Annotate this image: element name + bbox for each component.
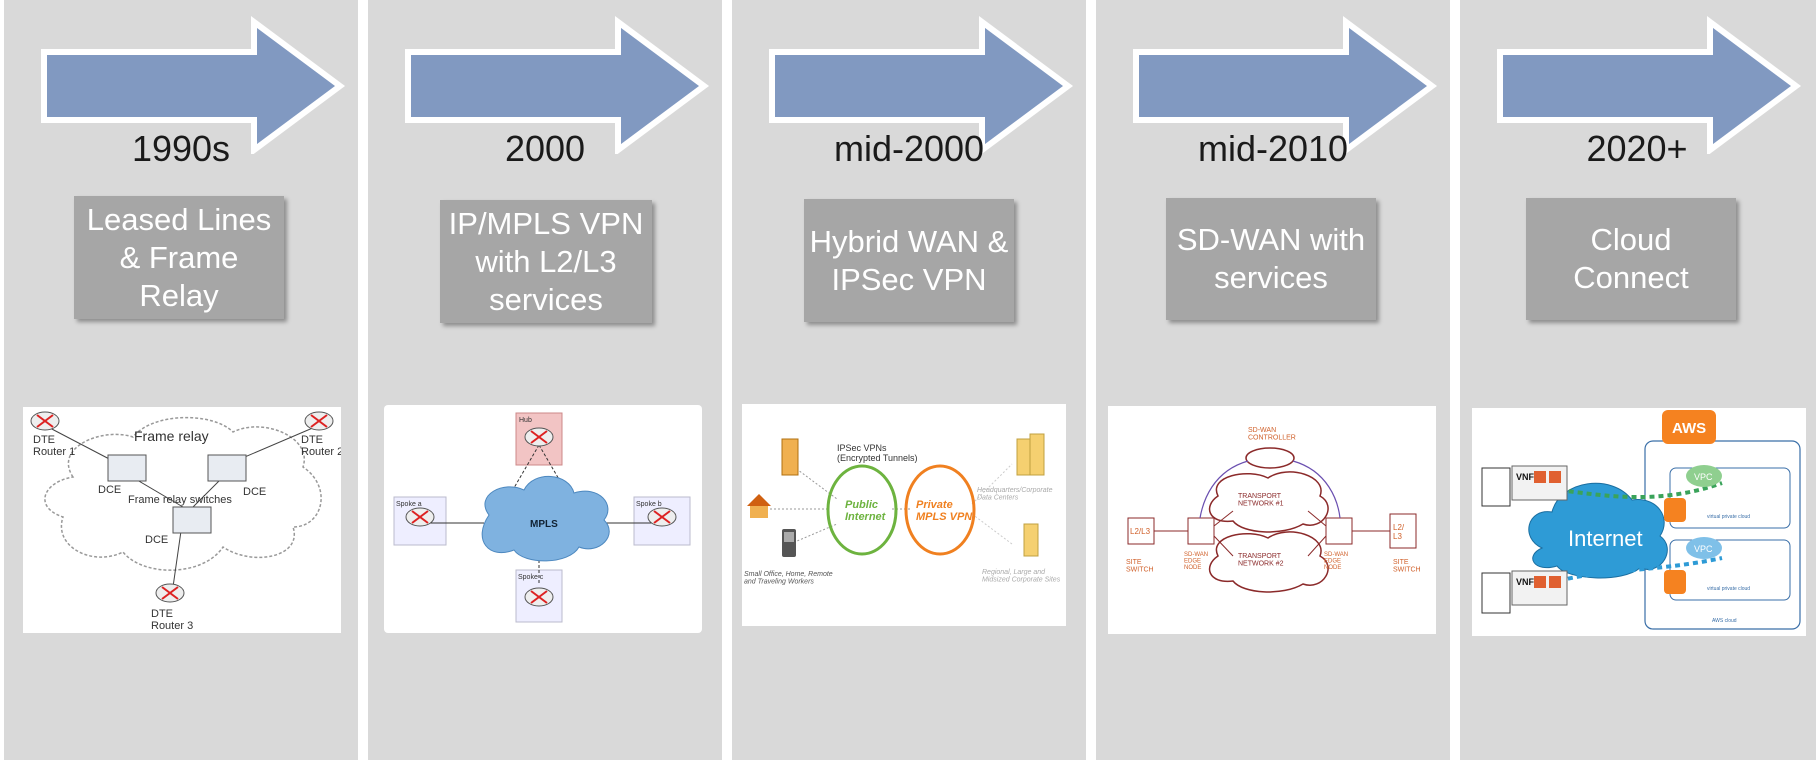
- l2l3-left-label: L2/L3: [1130, 527, 1151, 536]
- svg-text:VPC: VPC: [1694, 472, 1713, 482]
- hub-label: Hub: [519, 417, 532, 424]
- stage-year: 2000: [504, 128, 586, 169]
- l2l3-right-label: L2/L3: [1393, 523, 1405, 541]
- timeline-arrow-icon: [1133, 16, 1438, 154]
- transport-network-1-icon: [1208, 471, 1329, 533]
- branch-building-icon: VNF: [1481, 465, 1568, 507]
- stage-title: Cloud Connect: [1526, 198, 1736, 320]
- transport-network-2-icon: [1208, 531, 1329, 593]
- lock-icon: [1664, 498, 1686, 522]
- stage-column-2000: 2000 IP/MPLS VPN with L2/L3 services: [368, 0, 722, 760]
- spoke-b-label: Spoke b: [636, 501, 662, 508]
- aws-badge-icon: AWS: [1662, 410, 1716, 444]
- timeline-arrow-icon: [41, 16, 346, 154]
- ipsec-label: IPSec VPNs(Encrypted Tunnels): [837, 443, 918, 463]
- branch-building-icon: VNF: [1481, 570, 1568, 614]
- stage-year: 1990s: [131, 128, 231, 169]
- mpls-diagram: MPLS Hub Spoke a Spoke b Spoke c: [384, 405, 702, 633]
- house-icon: [747, 494, 771, 518]
- timeline-arrow-icon: [1497, 16, 1802, 154]
- vpc-cloud-icon: VPC: [1686, 465, 1722, 487]
- internet-cloud-icon: [1528, 482, 1668, 579]
- router-icon: [524, 587, 554, 607]
- regional-building-icon: [1023, 523, 1039, 557]
- internet-label: Internet: [1568, 526, 1643, 551]
- mpls-label: MPLS: [530, 519, 558, 530]
- vpc-caption: virtual private cloud: [1707, 586, 1750, 592]
- stage-title: IP/MPLS VPN with L2/L3 services: [440, 200, 652, 323]
- svg-text:AWS: AWS: [1672, 420, 1706, 437]
- stage-title: Leased Lines & Frame Relay: [74, 196, 284, 319]
- spoke-c-label: Spoke c: [518, 574, 544, 581]
- stage-title: Hybrid WAN & IPSec VPN: [804, 199, 1014, 322]
- phone-icon: [782, 529, 796, 557]
- stage-year: mid-2000: [833, 128, 985, 169]
- router-icon: [30, 411, 60, 431]
- stage-column-mid-2000: mid-2000 Hybrid WAN & IPSec VPN: [732, 0, 1086, 760]
- dce-label: DCE: [243, 486, 266, 498]
- switch-icon: [107, 454, 247, 534]
- timeline-arrow-icon: [769, 16, 1074, 154]
- aws-cloud-label: AWS cloud: [1712, 618, 1737, 624]
- switches-label: Frame relay switches: [128, 494, 232, 506]
- svg-text:VNF: VNF: [1516, 577, 1535, 587]
- router-icon: [155, 583, 185, 603]
- vpc-cloud-icon: VPC: [1686, 537, 1722, 559]
- stage-column-2020: 2020+ Cloud Connect AWS Internet VNF: [1460, 0, 1816, 760]
- public-internet-ring-icon: [826, 464, 898, 556]
- lock-icon: [1664, 570, 1686, 594]
- mpls-cloud-icon: [481, 475, 610, 562]
- cloud-connect-diagram: AWS Internet VNF VNF: [1472, 408, 1806, 636]
- stage-year: 2020+: [1586, 128, 1688, 169]
- controller-icon: [1245, 447, 1295, 469]
- router-icon: [304, 411, 334, 431]
- stage-title: SD-WAN with services: [1166, 198, 1376, 320]
- svg-text:VPC: VPC: [1694, 544, 1713, 554]
- timeline-arrow-icon: [405, 16, 710, 154]
- dce-label: DCE: [145, 534, 168, 546]
- private-mpls-ring-icon: [904, 464, 976, 556]
- frame-relay-diagram: Frame relay Frame relay switches DCE DCE…: [23, 407, 341, 633]
- dce-label: DCE: [98, 484, 121, 496]
- building-icon: [781, 438, 799, 476]
- spoke-a-label: Spoke a: [396, 501, 422, 508]
- stage-year: mid-2010: [1197, 128, 1349, 169]
- router-icon: [647, 507, 677, 527]
- cloud-label: Frame relay: [134, 428, 209, 444]
- router-icon: [524, 427, 554, 447]
- svg-text:VNF: VNF: [1516, 472, 1535, 482]
- stage-column-1990s: 1990s Leased Lines & Frame Relay: [4, 0, 358, 760]
- router-icon: [405, 507, 435, 527]
- vpc-caption: virtual private cloud: [1707, 514, 1750, 520]
- datacenter-icon: [1016, 433, 1045, 476]
